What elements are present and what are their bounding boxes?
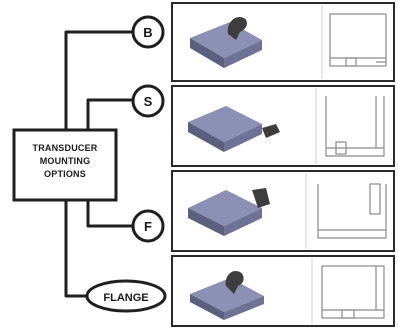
transducer-icon [252,188,270,208]
technical-drawing-flange [321,265,385,319]
option-label-f: F [144,219,152,234]
option-badge-f: F [131,209,165,243]
connector-s [86,98,132,130]
panel-frame [171,85,395,167]
device-render-b [190,16,262,68]
main-box-title-line-3: OPTIONS [44,169,86,179]
device-render-f [188,188,270,236]
technical-drawing-f [317,183,387,239]
device-side-face [224,40,262,68]
option-badge-flange: FLANGE [85,279,167,313]
device-front-face [188,208,224,236]
device-top-face [190,278,264,312]
option-badge-s: S [131,84,165,118]
option-label-b: B [143,25,152,40]
device-front-face [190,294,224,320]
option-label-flange: FLANGE [103,292,148,304]
technical-drawing-s [325,96,385,157]
transducer-icon [227,16,247,40]
device-side-face [224,124,262,152]
device-top-face [188,190,262,226]
technical-drawing-b [329,13,387,67]
transducer-icon [262,124,280,138]
connector-flange [64,200,86,298]
main-box [12,128,118,202]
device-top-face [190,22,262,58]
main-box-title-line-1: TRANSDUCER [32,143,98,153]
transducer-icon [225,270,244,294]
option-panel-s [171,85,395,167]
option-badge-b: B [131,15,165,49]
device-side-face [224,296,264,320]
main-box-title: TRANSDUCER MOUNTING OPTIONS [14,142,116,181]
device-front-face [190,38,224,68]
option-label-s: S [144,94,153,109]
connector-f [86,200,132,228]
device-top-face [188,106,262,142]
device-render-flange [190,270,264,320]
device-front-face [188,122,224,152]
main-box-title-line-2: MOUNTING [39,156,91,166]
connector-b [64,30,132,130]
connector-lines [64,30,132,298]
device-side-face [224,208,262,236]
device-render-s [188,106,280,152]
